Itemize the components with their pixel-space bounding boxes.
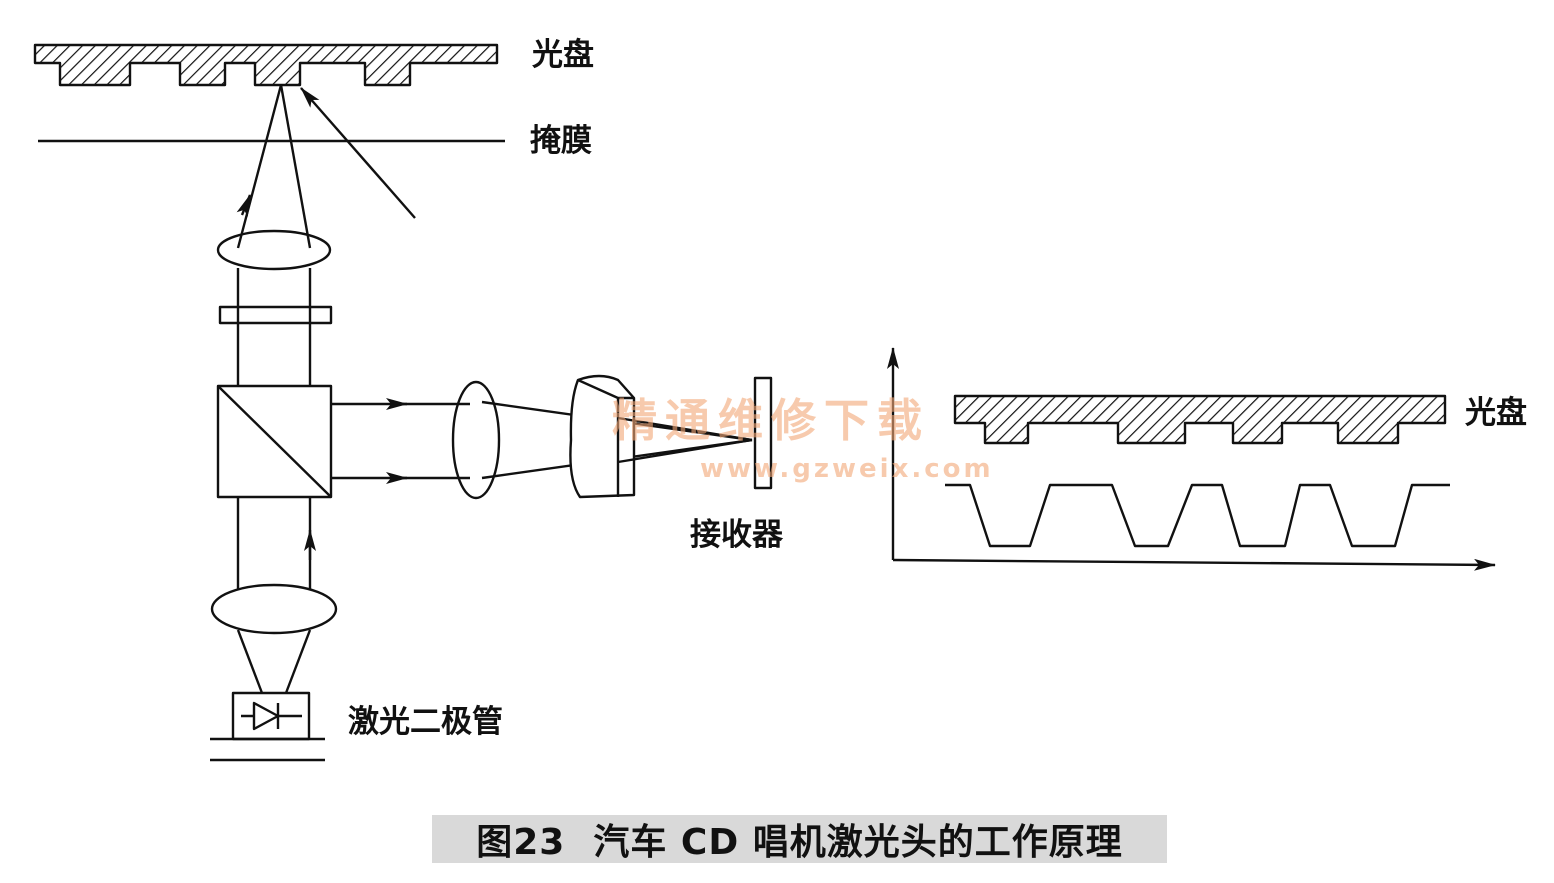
figure-caption: 图23 汽车 CD 唱机激光头的工作原理 <box>432 815 1167 863</box>
beam-arrow-up <box>236 194 252 217</box>
pit-pointer-arrow <box>300 87 416 219</box>
graph-x-axis <box>892 558 1496 571</box>
beam-splitter-diagonal <box>217 385 332 498</box>
watermark-url: www.gzweix.com <box>700 454 994 484</box>
beam-line <box>279 84 312 249</box>
beam-line <box>236 629 264 694</box>
label-disc-right: 光盘 <box>1465 395 1527 431</box>
beam-line <box>617 416 753 442</box>
condenser-lens <box>451 380 501 500</box>
figure-title: 汽车 CD 唱机激光头的工作原理 <box>593 822 1123 863</box>
beam-line <box>284 629 312 694</box>
signal-waveform <box>945 483 1450 548</box>
receiver <box>753 376 773 490</box>
diode-symbol <box>241 701 302 731</box>
label-receiver: 接收器 <box>690 517 783 553</box>
objective-lens <box>216 229 332 271</box>
collimator-lens <box>210 583 338 635</box>
label-disc-top: 光盘 <box>532 37 594 73</box>
label-mask: 掩膜 <box>530 123 592 159</box>
wave-plate <box>218 305 333 325</box>
cylindrical-lens-face <box>577 378 634 497</box>
beam-line <box>617 438 753 464</box>
beam-line <box>236 84 283 249</box>
disc-top-profile <box>33 43 499 87</box>
label-laser-diode: 激光二极管 <box>348 704 503 740</box>
disc-right-profile <box>953 394 1447 445</box>
beam-splitter-cube <box>216 384 333 499</box>
figure-number: 图23 <box>476 822 566 863</box>
watermark-name: 精通维修下载 <box>612 394 931 447</box>
